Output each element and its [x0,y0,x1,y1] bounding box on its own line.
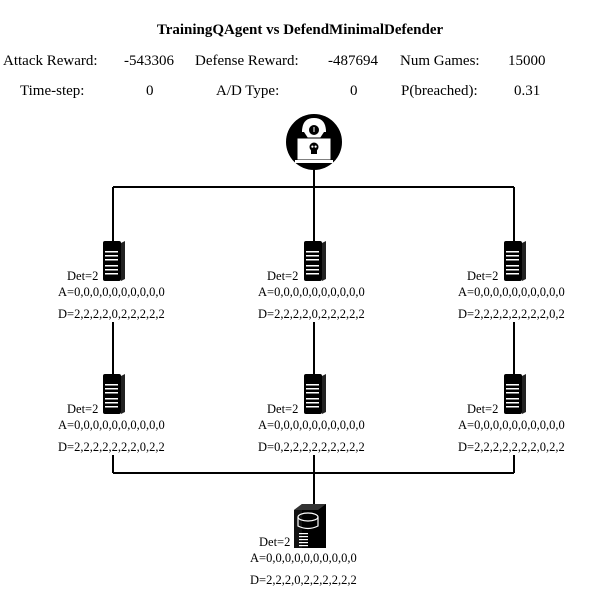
node-det-label: Det=2 [267,269,299,283]
network-links [112,168,515,505]
node-det-label: Det=2 [467,269,499,283]
node-det-label: Det=2 [67,269,99,283]
attack-reward-label: Attack Reward: [3,53,98,69]
defense-reward-value: -487694 [328,53,378,69]
node-defense-values: D=2,2,2,2,2,2,2,0,2,2 [458,440,565,454]
server-icon[interactable] [304,374,326,414]
node-attack-values: A=0,0,0,0,0,0,0,0,0,0 [250,551,357,565]
ad-type-label: A/D Type: [216,83,280,99]
server-icon[interactable] [304,241,326,281]
node-det-label: Det=2 [67,402,99,416]
defense-reward-label: Defense Reward: [195,53,299,69]
num-games-label: Num Games: [400,53,480,69]
node-defense-values: D=2,2,2,2,0,2,2,2,2,2 [58,307,165,321]
hacker-icon[interactable] [286,114,342,170]
num-games-value: 15000 [508,53,546,69]
server-icon[interactable] [504,241,526,281]
ad-type-value: 0 [350,83,358,99]
node-defense-values: D=2,2,2,2,2,2,2,0,2,2 [58,440,165,454]
node-det-label: Det=2 [467,402,499,416]
p-breached-label: P(breached): [401,83,478,99]
node-defense-values: D=2,2,2,2,0,2,2,2,2,2 [258,307,365,321]
node-defense-values: D=2,2,2,2,2,2,2,2,0,2 [458,307,565,321]
game-title: TrainingQAgent vs DefendMinimalDefender [156,22,444,38]
node-defense-values: D=2,2,2,0,2,2,2,2,2,2 [250,573,357,587]
time-step-value: 0 [146,83,154,99]
server-icon[interactable] [103,241,125,281]
node-attack-values: A=0,0,0,0,0,0,0,0,0,0 [258,285,365,299]
node-attack-values: A=0,0,0,0,0,0,0,0,0,0 [458,418,565,432]
node-attack-values: A=0,0,0,0,0,0,0,0,0,0 [258,418,365,432]
node-attack-values: A=0,0,0,0,0,0,0,0,0,0 [58,418,165,432]
database-server-icon[interactable] [294,504,326,548]
node-attack-values: A=0,0,0,0,0,0,0,0,0,0 [458,285,565,299]
server-icon[interactable] [103,374,125,414]
node-det-label: Det=2 [267,402,299,416]
server-icon[interactable] [504,374,526,414]
node-defense-values: D=0,2,2,2,2,2,2,2,2,2 [258,440,365,454]
attack-reward-value: -543306 [124,53,174,69]
p-breached-value: 0.31 [514,83,541,99]
node-attack-values: A=0,0,0,0,0,0,0,0,0,0 [58,285,165,299]
node-det-label: Det=2 [259,535,291,549]
time-step-label: Time-step: [20,83,85,99]
